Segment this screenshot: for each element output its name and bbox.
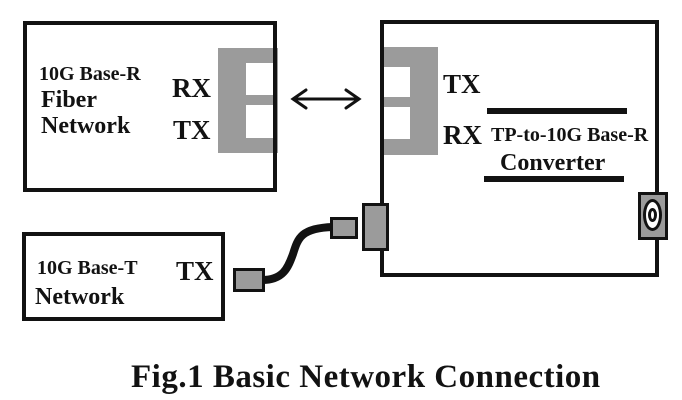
converter-name-line1: TP-to-10G Base-R [491,124,649,146]
tp-network-cable-plug [233,268,265,292]
converter-tx-label: TX [443,69,481,99]
twisted-pair-cable [258,223,337,284]
tp-network-label-line2: Network [35,284,125,310]
tp-network-tx-label: TX [176,256,214,286]
fiber-network-box [23,21,277,192]
converter-title-rule-top [487,108,627,114]
fiber-network-label-line2: Fiber [41,87,97,113]
tp-network-label-line1: 10G Base-T [37,257,138,279]
fiber-rx-port [246,63,276,95]
fiber-rx-label: RX [172,73,211,103]
converter-title-rule-bottom [484,176,624,182]
tp-network-box [22,232,225,321]
fiber-network-label-line1: 10G Base-R [39,63,141,85]
converter-rj45-socket [362,203,389,251]
figure-caption: Fig.1 Basic Network Connection [131,359,601,395]
power-jack-inner-ring-icon [648,208,657,222]
fiber-tx-port [246,105,276,138]
converter-name-line2: Converter [500,150,606,176]
converter-tx-port [383,67,410,97]
converter-cable-plug [330,217,358,239]
converter-rx-port [383,107,410,139]
converter-rx-label: RX [443,120,482,150]
fiber-link-arrow [290,88,362,110]
fiber-tx-label: TX [173,115,211,145]
converter-box [380,20,659,277]
fiber-network-label-line3: Network [41,113,131,139]
